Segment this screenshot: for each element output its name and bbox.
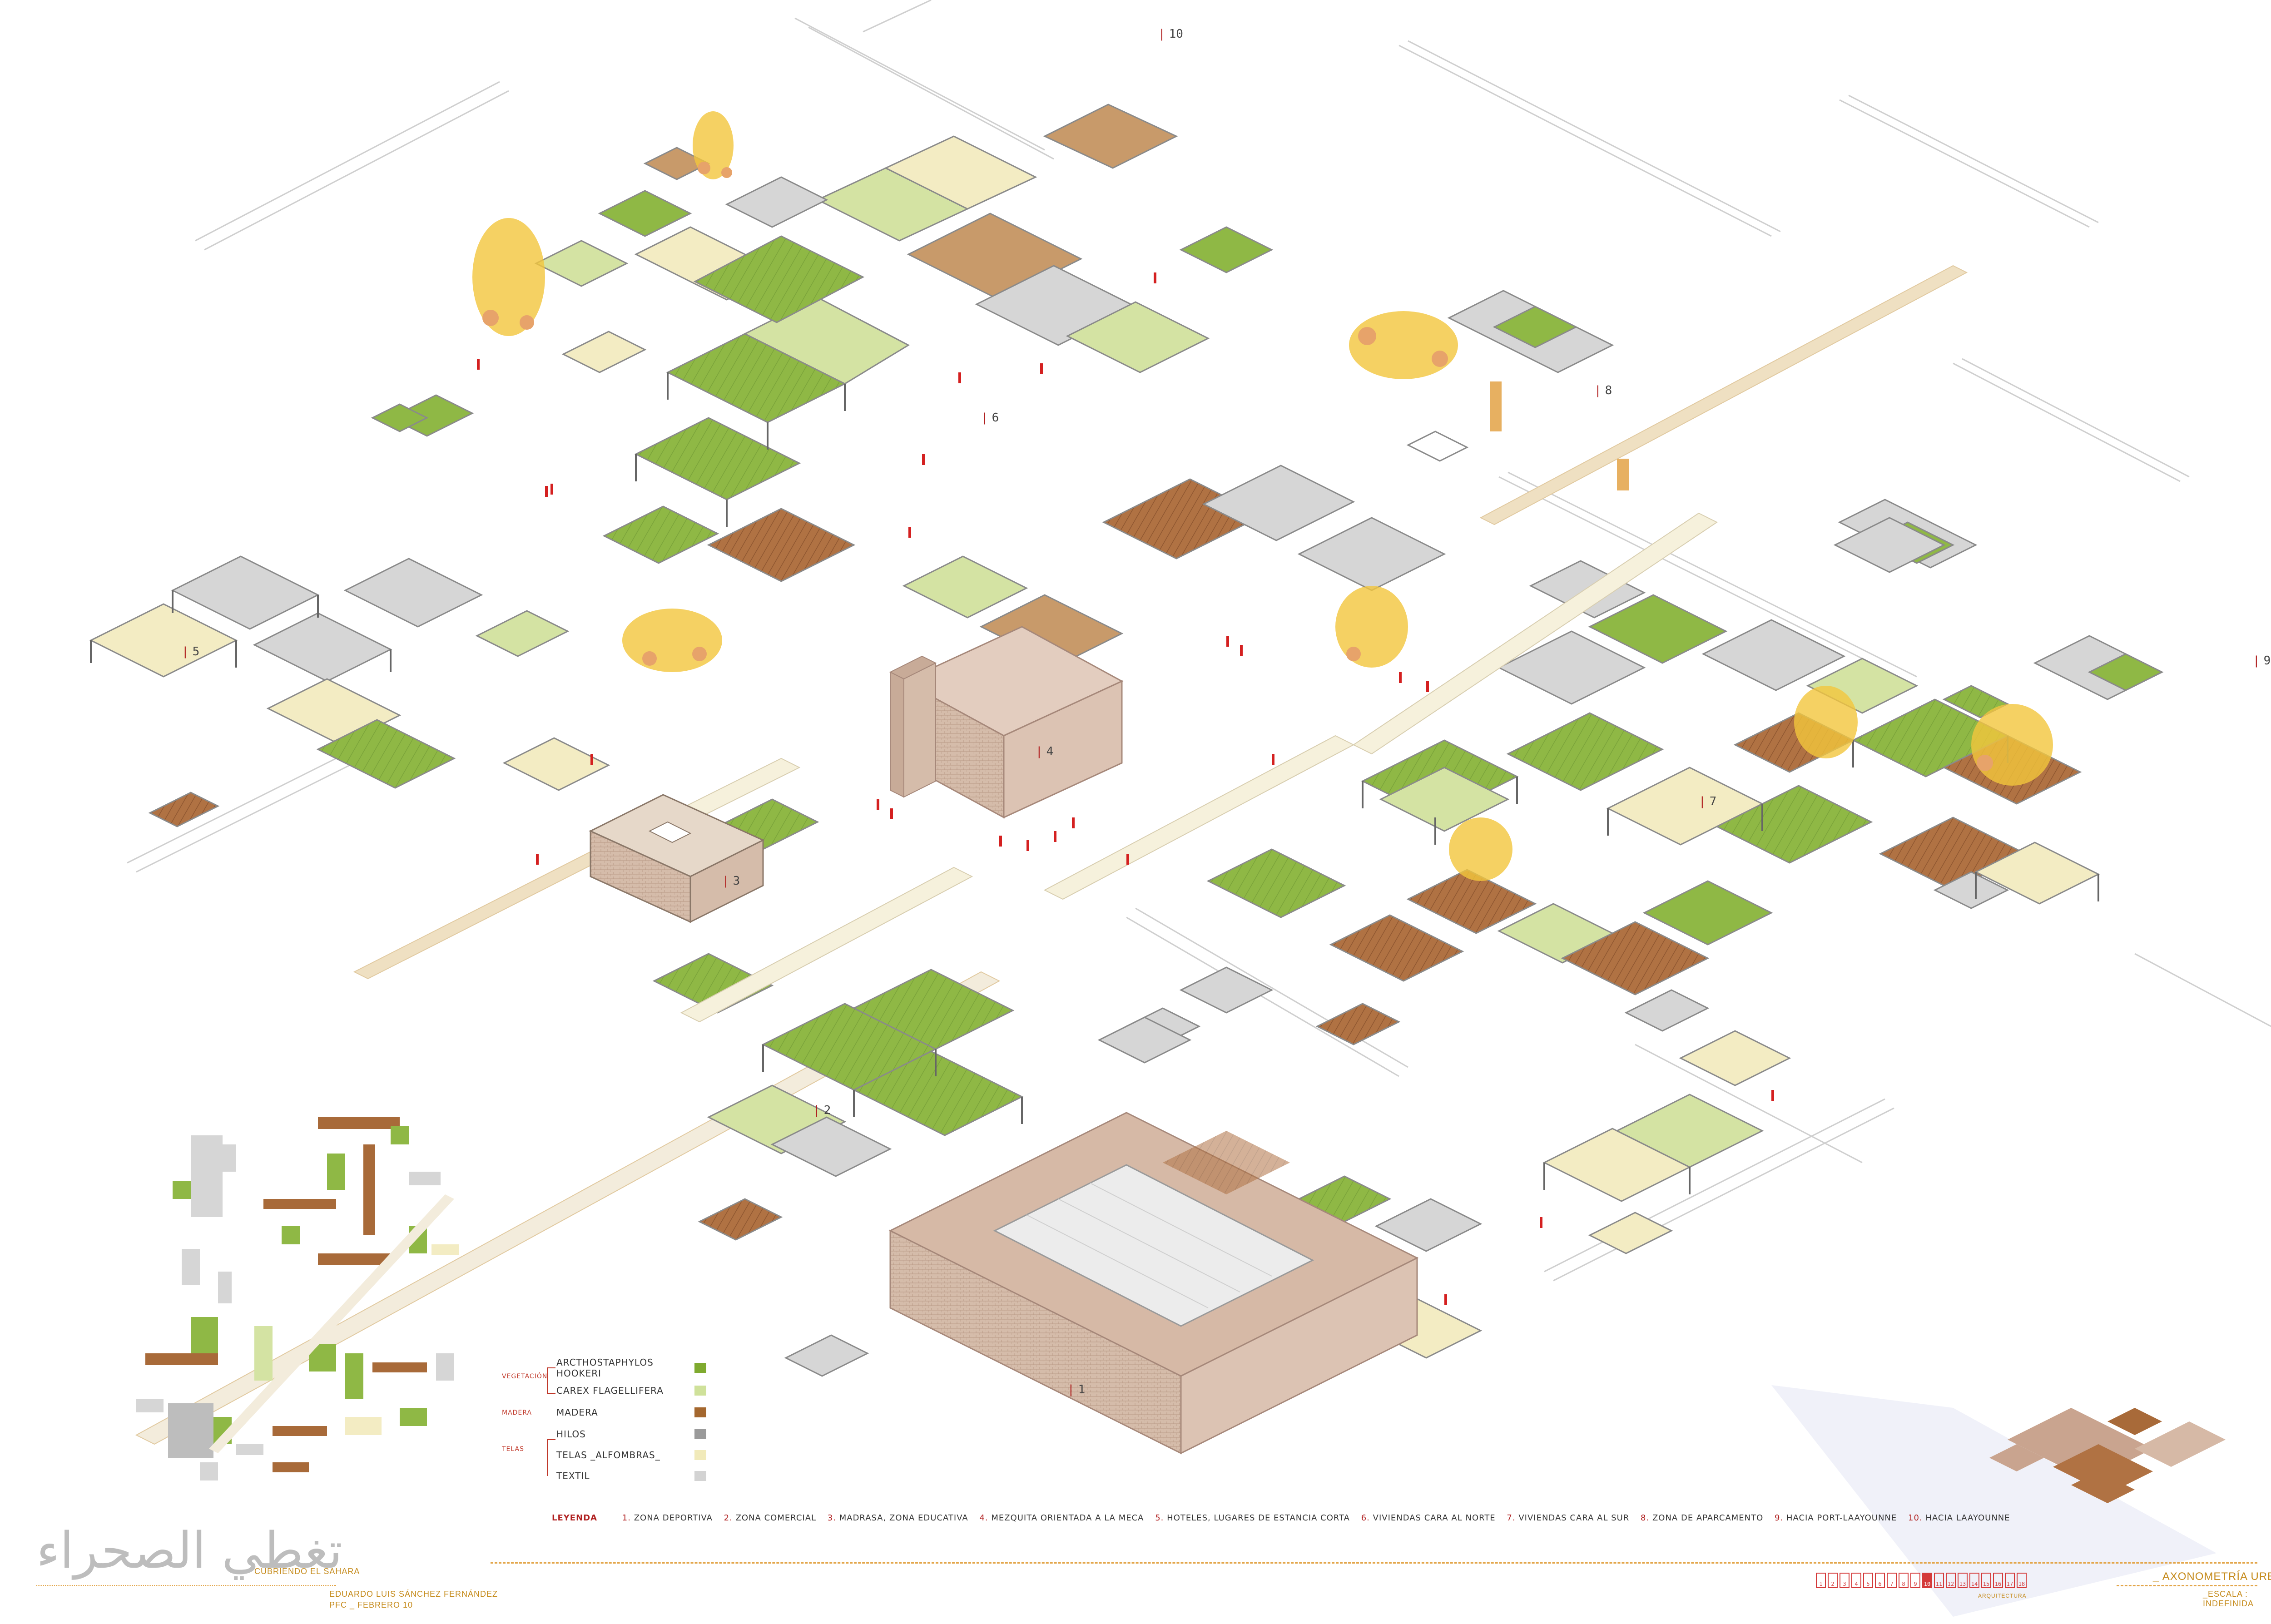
sheet-index-cell: 16 xyxy=(1993,1573,2003,1588)
zones-legend-number: 5. xyxy=(1155,1513,1164,1523)
zone-label-10: 10 xyxy=(1158,27,1183,41)
zones-legend-text: ZONA COMERCIAL xyxy=(735,1513,817,1523)
zones-legend-title: LEYENDA xyxy=(552,1513,598,1523)
legend-swatch xyxy=(694,1429,706,1439)
legend-item-label: HILOS xyxy=(556,1429,586,1440)
zones-legend: LEYENDA 1. ZONA DEPORTIVA 2. ZONA COMERC… xyxy=(552,1513,2010,1523)
sheet-index-cell: 7 xyxy=(1887,1573,1897,1588)
zones-legend-text: HOTELES, LUGARES DE ESTANCIA CORTA xyxy=(1167,1513,1350,1523)
sheet-index-cell: 9 xyxy=(1910,1573,1920,1588)
sheet-index-cell: 6 xyxy=(1875,1573,1885,1588)
zones-legend-number: 8. xyxy=(1641,1513,1650,1523)
zones-legend-number: 6. xyxy=(1361,1513,1370,1523)
discipline-label: ARQUITECTURA xyxy=(1978,1593,2027,1599)
legend-item: TELAS _ALFOMBRAS_ xyxy=(556,1447,706,1463)
zones-legend-text: ZONA DE APARCAMENTO xyxy=(1652,1513,1764,1523)
legend-item-label: MADERA xyxy=(556,1407,598,1418)
sheet-scale: _ESCALA : INDEFINIDA xyxy=(2203,1589,2254,1608)
madrasa-building xyxy=(589,794,765,923)
roof-panels xyxy=(89,104,2164,1377)
sheet-index-cell: 8 xyxy=(1899,1573,1909,1588)
site-plan-inset xyxy=(136,1117,459,1480)
zones-legend-number: 7. xyxy=(1507,1513,1516,1523)
sheet-index-cell: 13 xyxy=(1958,1573,1968,1588)
zones-legend-text: ZONA DEPORTIVA xyxy=(634,1513,713,1523)
mosque-building xyxy=(889,626,1124,819)
author-name: EDUARDO LUIS SÁNCHEZ FERNÁNDEZ xyxy=(329,1589,498,1599)
sheet-index-cell: 4 xyxy=(1851,1573,1861,1588)
zones-legend-text: HACIA PORT-LAAYOUNNE xyxy=(1786,1513,1897,1523)
zones-legend-number: 4. xyxy=(979,1513,988,1523)
sheet-index-cell: 5 xyxy=(1863,1573,1873,1588)
sheet-index-cell: 10 xyxy=(1922,1573,1932,1588)
zones-legend-text: MEZQUITA ORIENTADA A LA MECA xyxy=(991,1513,1144,1523)
zone-label-9: 9 xyxy=(2253,654,2271,668)
legend-group-madera: MADERA xyxy=(502,1409,532,1416)
legend-item-label: TEXTIL xyxy=(556,1471,590,1481)
people-markers xyxy=(477,272,1774,1305)
legend-group-telas: TELAS xyxy=(502,1446,524,1453)
zones-legend-number: 2. xyxy=(724,1513,733,1523)
materials-legend: VEGETACIÓN MADERA TELAS ARCTHOSTAPHYLOS … xyxy=(495,1351,731,1487)
sheet-index-cell: 3 xyxy=(1840,1573,1850,1588)
sheet-index-cell: 18 xyxy=(2017,1573,2027,1588)
legend-group-vegetacion: VEGETACIÓN xyxy=(502,1373,548,1380)
legend-swatch xyxy=(694,1386,706,1396)
sports-building xyxy=(888,1112,1419,1455)
zone-label-6: 6 xyxy=(981,411,999,425)
zone-label-1: 1 xyxy=(1067,1383,1086,1396)
sheet-index-cell: 1 xyxy=(1816,1573,1826,1588)
sheet-title: _ AXONOMETRÍA URBANA xyxy=(2153,1570,2271,1583)
sheet-index-cell: 2 xyxy=(1828,1573,1838,1588)
thumbnail-axonometry xyxy=(1771,1385,2226,1617)
zones-legend-number: 10. xyxy=(1908,1513,1923,1523)
legend-swatch xyxy=(694,1363,706,1373)
legend-item: MADERA xyxy=(556,1405,706,1420)
zone-label-7: 7 xyxy=(1699,795,1717,808)
sand-paths xyxy=(135,265,1968,1445)
legend-item: HILOS xyxy=(556,1426,706,1442)
vegetation-clusters xyxy=(472,111,2053,881)
zone-label-3: 3 xyxy=(722,874,740,888)
orange-pillars xyxy=(1490,381,1629,490)
legend-item-label: ARCTHOSTAPHYLOS HOOKERI xyxy=(556,1357,654,1379)
legend-item: ARCTHOSTAPHYLOS HOOKERI xyxy=(556,1357,706,1379)
legend-swatch xyxy=(694,1407,706,1417)
title-rule-top xyxy=(491,1562,2257,1564)
legend-swatch xyxy=(694,1450,706,1460)
title-rule-right xyxy=(2117,1585,2257,1586)
zones-legend-number: 1. xyxy=(622,1513,631,1523)
legend-item-label: TELAS _ALFOMBRAS_ xyxy=(556,1450,660,1461)
zones-legend-text: VIVIENDAS CARA AL NORTE xyxy=(1373,1513,1496,1523)
project-subtitle: CUBRIENDO EL SAHARA xyxy=(254,1567,360,1576)
zone-label-5: 5 xyxy=(182,645,200,659)
legend-item: CAREX FLAGELLIFERA xyxy=(556,1383,706,1398)
zones-legend-number: 3. xyxy=(827,1513,836,1523)
legend-item: TEXTIL xyxy=(556,1468,706,1484)
zone-label-4: 4 xyxy=(1036,745,1054,758)
zones-legend-text: MADRASA, ZONA EDUCATIVA xyxy=(839,1513,968,1523)
title-rule-bottom xyxy=(36,1585,336,1586)
sheet-index-cell: 17 xyxy=(2005,1573,2015,1588)
legend-swatch xyxy=(694,1471,706,1481)
sheet-index-cell: 12 xyxy=(1946,1573,1956,1588)
sheet-index-cell: 15 xyxy=(1981,1573,1991,1588)
legend-brackets xyxy=(547,1367,555,1476)
legend-item-label: CAREX FLAGELLIFERA xyxy=(556,1385,664,1396)
project-date: PFC _ FEBRERO 10 xyxy=(329,1600,413,1609)
zones-legend-text: HACIA LAAYOUNNE xyxy=(1925,1513,2010,1523)
project-title-arabic: تغطي الصحراء xyxy=(36,1521,343,1579)
zone-label-2: 2 xyxy=(813,1104,831,1117)
sheet-index-cell: 11 xyxy=(1934,1573,1944,1588)
zones-legend-number: 9. xyxy=(1775,1513,1784,1523)
construction-lines xyxy=(127,0,2271,1282)
zone-label-8: 8 xyxy=(1594,384,1612,397)
zones-legend-text: VIVIENDAS CARA AL SUR xyxy=(1518,1513,1630,1523)
sheet-index-cell: 14 xyxy=(1969,1573,1979,1588)
